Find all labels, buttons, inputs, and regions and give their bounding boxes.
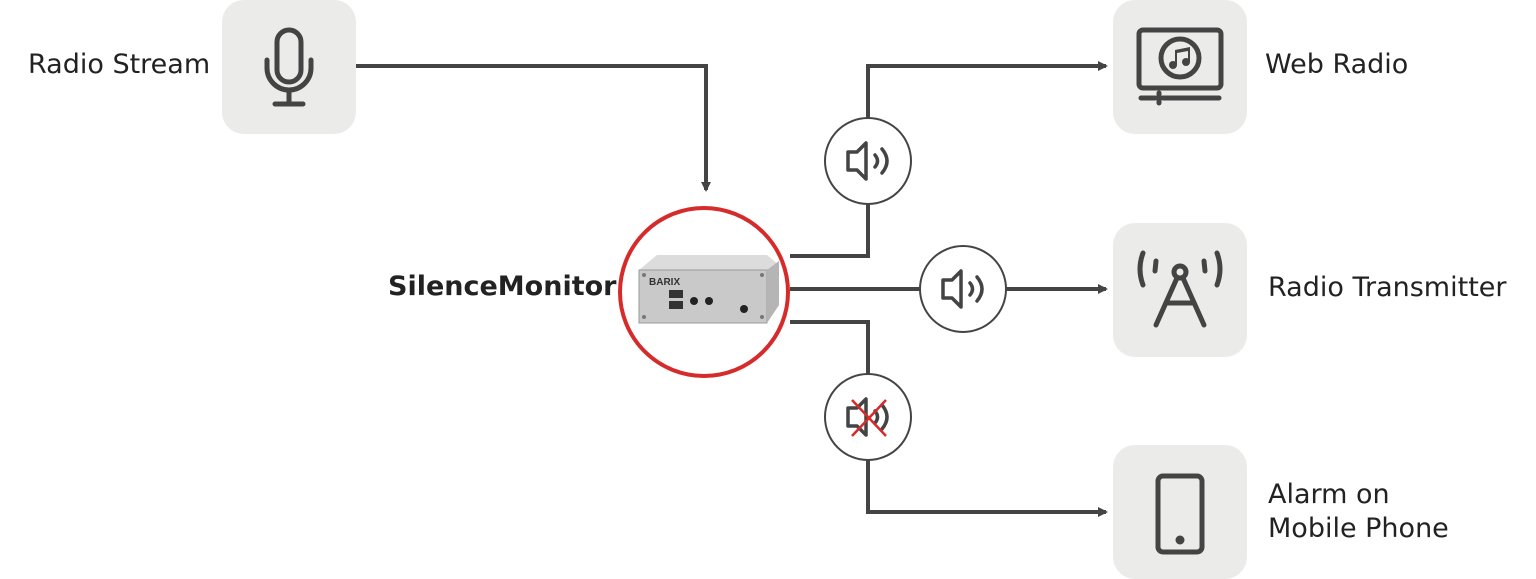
wire-web-radio-upper [866, 61, 1108, 118]
device-brand: BARIX [649, 277, 680, 288]
output-label-mobile-line1: Alarm on [1268, 479, 1390, 510]
status-speaker-web-radio [824, 117, 912, 205]
device-label: SilenceMonitor [388, 271, 617, 302]
wire-web-radio [790, 204, 870, 258]
mobile-phone-icon [1155, 473, 1205, 555]
microphone-icon [264, 27, 314, 107]
mobile-phone-tile [1113, 445, 1247, 579]
input-label: Radio Stream [28, 49, 211, 80]
wire-mobile [790, 320, 870, 374]
speaker-icon [846, 141, 889, 181]
device-box: BARIX [638, 255, 779, 324]
silence-monitor-device[interactable]: BARIX [617, 205, 791, 379]
speaker-icon [941, 269, 984, 309]
output-label-mobile-line2: Mobile Phone [1268, 513, 1449, 544]
web-radio-monitor-icon [1136, 27, 1224, 106]
radio-transmitter-tile [1113, 223, 1247, 357]
web-radio-tile [1113, 0, 1247, 134]
status-speaker-transmitter [919, 245, 1007, 333]
input-wire [356, 64, 711, 192]
wire-mobile-lower [866, 460, 1108, 517]
microphone-tile [222, 0, 356, 134]
output-label-radio-transmitter: Radio Transmitter [1268, 272, 1507, 303]
status-speaker-muted-mobile [824, 373, 912, 461]
mute-cross-icon [851, 399, 887, 437]
radio-tower-icon [1137, 250, 1223, 328]
output-label-web-radio: Web Radio [1265, 49, 1409, 80]
